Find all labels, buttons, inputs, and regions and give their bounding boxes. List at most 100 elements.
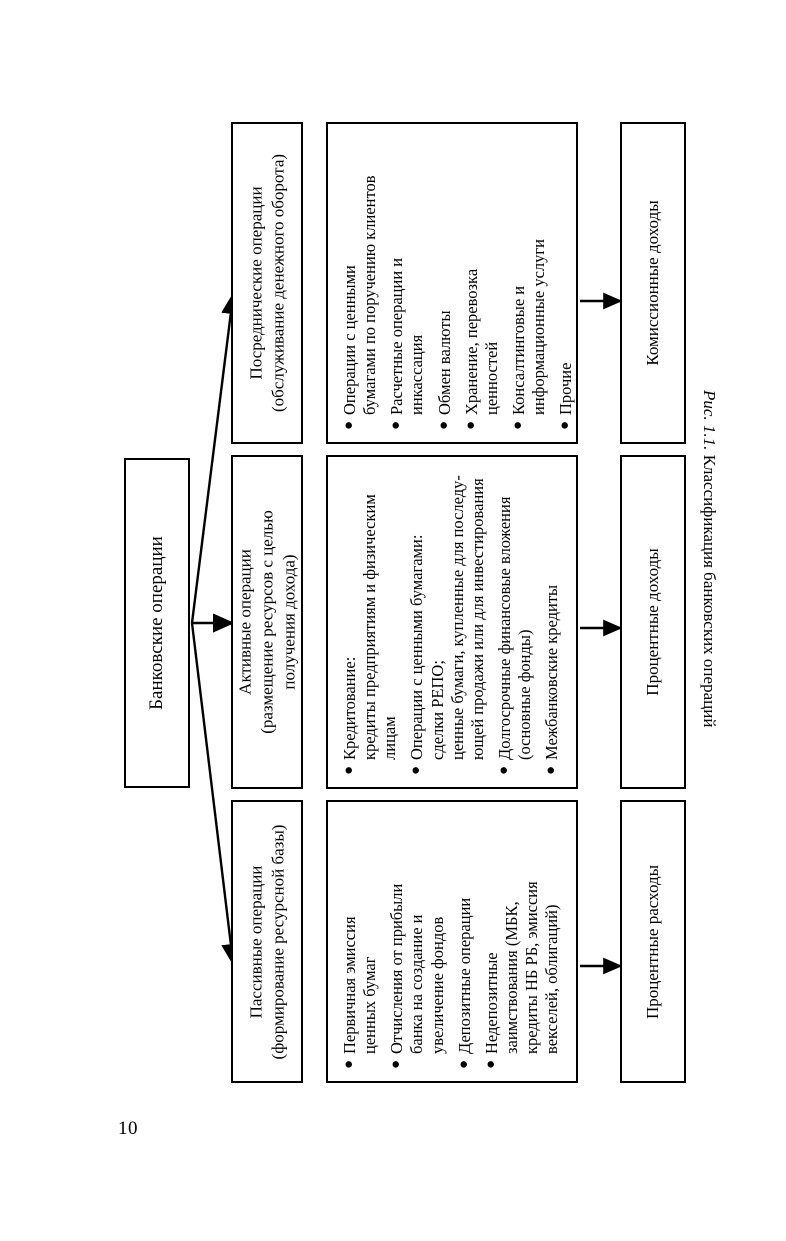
list-item-line: Первичная эмиссия xyxy=(340,916,359,1054)
figure-caption-prefix: Рис. 1.1. xyxy=(700,390,719,451)
outcome-label: Процентные расходы xyxy=(643,864,663,1019)
list-item: ● Долгосрочные финансовые вложения(основн… xyxy=(495,469,535,775)
figure-caption-text: Классификация банковских операций xyxy=(700,450,719,728)
bullet-icon: ● xyxy=(388,1059,405,1069)
category-label-passive: Пассивные операции (формирование ресурсн… xyxy=(245,824,289,1059)
list-item-line: (основные фонды) xyxy=(515,629,534,760)
bullet-icon: ● xyxy=(435,420,452,430)
figure-caption: Рис. 1.1. Классификация банковских опера… xyxy=(699,390,719,820)
list-item: ● Обмен валюты xyxy=(435,136,455,430)
connector-root-to-passive xyxy=(190,622,241,966)
list-item-line: Отчисления от прибыли xyxy=(387,883,407,1054)
list-item-line: Операции с ценными бумагами: xyxy=(407,534,427,760)
bullet-icon: ● xyxy=(509,420,526,430)
outcome-box-interest-expense[interactable]: Процентные расходы xyxy=(620,800,686,1083)
outcome-label: Комиссионные доходы xyxy=(643,200,663,366)
bullet-icon: ● xyxy=(495,765,512,775)
list-item-line: ценностей xyxy=(481,341,501,415)
list-item-text: Долгосрочные финансовые вложения(основны… xyxy=(495,469,535,760)
list-item-line: Обмен валюты xyxy=(434,310,454,415)
list-item: ● Операции с ценными бумагами:сделки РЕПО… xyxy=(407,469,488,775)
bullet-icon: ● xyxy=(557,420,574,430)
list-item-line: Межбанковские кредиты xyxy=(542,584,562,760)
category-line-2: (обслуживание денежного оборота) xyxy=(268,153,287,413)
list-item-text: Обмен валюты xyxy=(435,136,455,415)
bullet-icon: ● xyxy=(462,420,479,430)
list-item-line: банка на создание и xyxy=(407,914,427,1055)
bullet-icon: ● xyxy=(341,420,357,430)
category-line-2: (формирование ресурсной базы) xyxy=(268,824,287,1059)
category-label-active: Активные операции (размещение ресурсов с… xyxy=(234,510,299,734)
root-node-banking-operations[interactable]: Банковские операции xyxy=(124,458,190,788)
page-number: 10 xyxy=(118,1118,138,1139)
category-box-passive[interactable]: Пассивные операции (формирование ресурсн… xyxy=(231,800,303,1083)
category-line-1: Активные операции xyxy=(235,549,255,695)
list-item-line: кредиты НБ РБ, эмиссия xyxy=(522,881,541,1054)
list-item-line: кредиты предприятиям и физическим xyxy=(360,494,380,760)
list-item-line: Недепозитные xyxy=(481,952,501,1054)
bullet-icon: ● xyxy=(408,765,425,775)
list-item-line: ценных бумаг xyxy=(360,956,380,1055)
bullet-icon: ● xyxy=(455,1059,472,1069)
category-box-mediation[interactable]: Посреднические операции (обслуживание де… xyxy=(231,122,303,444)
list-item-line: Хранение, перевозка xyxy=(461,268,481,415)
list-item-line: бумагами по поручению клиентов xyxy=(360,175,380,415)
list-item: ● Прочие xyxy=(556,136,576,430)
list-item-line: ющей продажи или для инвестирования xyxy=(467,478,487,760)
list-item-line: заимствования (МБК, xyxy=(501,901,521,1054)
outcome-label: Процентные доходы xyxy=(643,548,663,696)
list-item: ● Межбанковские кредиты xyxy=(542,469,562,775)
list-item-text: Кредитование:кредиты предприятиям и физи… xyxy=(340,469,400,760)
list-item-line: Кредитование: xyxy=(340,656,359,760)
list-item-line: Операции с ценными xyxy=(340,265,359,415)
bullet-icon: ● xyxy=(482,1059,499,1069)
list-item-line: лицам xyxy=(380,716,400,760)
list-item: ● Кредитование:кредиты предприятиям и физ… xyxy=(340,469,400,775)
category-box-active[interactable]: Активные операции (размещение ресурсов с… xyxy=(231,455,303,789)
bullet-icon: ● xyxy=(341,1059,357,1069)
category-line-1: Пассивные операции xyxy=(246,865,266,1018)
bullet-list-active: ● Кредитование:кредиты предприятиям и физ… xyxy=(340,469,569,775)
list-item: ● Депозитные операции xyxy=(455,814,475,1069)
list-item-line: Прочие xyxy=(556,362,576,415)
list-item-line: инкассация xyxy=(407,334,427,415)
category-line-1: Посреднические операции xyxy=(246,186,266,380)
list-item-line: Депозитные операции xyxy=(454,897,474,1054)
category-line-2: (размещение ресурсов с целью xyxy=(257,510,277,734)
root-node-label: Банковские операции xyxy=(145,536,167,710)
category-label-mediation: Посреднические операции (обслуживание де… xyxy=(245,154,289,412)
outcome-box-interest-income[interactable]: Процентные доходы xyxy=(620,455,686,789)
bullet-icon: ● xyxy=(543,765,560,775)
list-item-line: увеличение фондов xyxy=(427,916,447,1054)
list-item-text: Операции с ценными бумагами:сделки РЕПО;… xyxy=(407,469,488,760)
list-item-line: Расчетные операции и xyxy=(387,257,407,415)
bullet-icon: ● xyxy=(341,765,357,775)
connector-root-to-mediation xyxy=(190,292,241,624)
list-item-text: Прочие xyxy=(556,136,576,415)
list-item-line: информационные услуги xyxy=(529,238,548,415)
list-item-line: Долгосрочные финансовые вложения xyxy=(494,496,514,760)
outcome-box-commission-income[interactable]: Комиссионные доходы xyxy=(620,122,686,444)
list-item-text: Депозитные операции xyxy=(455,814,475,1054)
list-item-line: сделки РЕПО; xyxy=(427,660,447,760)
category-line-3: получения дохода) xyxy=(278,554,298,690)
list-item-line: векселей, облигаций) xyxy=(542,904,562,1054)
list-item-text: Межбанковские кредиты xyxy=(542,469,562,760)
bullet-icon: ● xyxy=(388,420,405,430)
